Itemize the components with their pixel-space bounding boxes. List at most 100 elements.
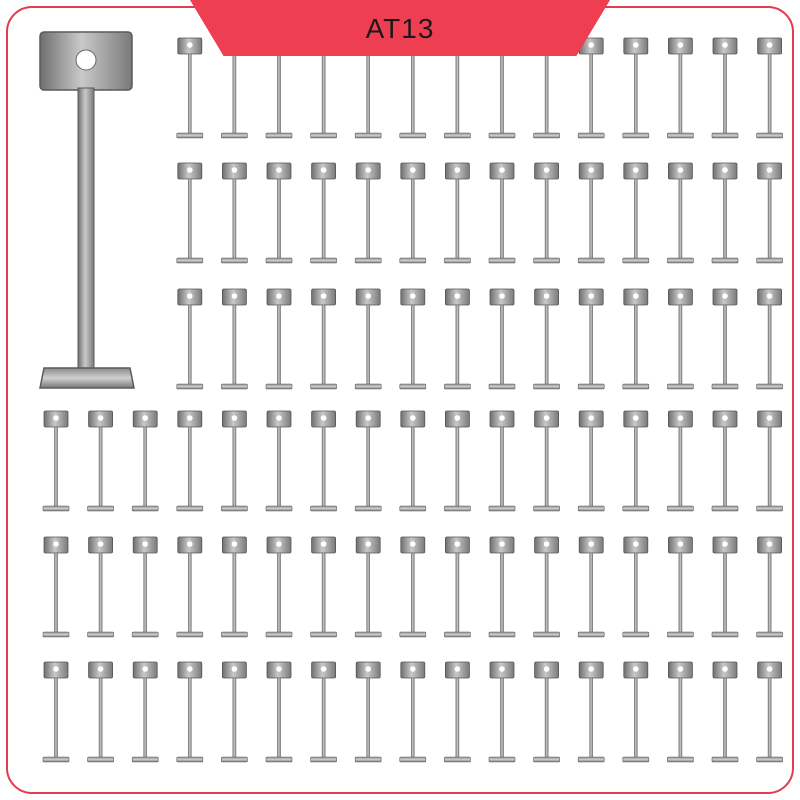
pin-hole	[97, 541, 104, 547]
pin-foot	[488, 631, 516, 638]
pin-foot	[756, 383, 783, 390]
pin-foot	[622, 383, 650, 390]
pin-hole	[410, 293, 416, 299]
pin-foot	[265, 505, 293, 512]
small-pin	[533, 288, 560, 390]
pin-foot	[533, 631, 560, 638]
small-pin	[310, 661, 337, 763]
pin-shaft	[143, 426, 148, 508]
small-pin	[533, 410, 560, 512]
pin-shaft	[187, 426, 192, 508]
pin-shaft	[321, 677, 326, 759]
pin-hole	[722, 541, 728, 547]
pin-foot	[756, 505, 783, 512]
pin-foot	[87, 756, 114, 763]
small-pin	[444, 410, 471, 512]
pin-foot	[265, 132, 293, 139]
pin-foot	[265, 631, 293, 638]
pin-hole	[53, 541, 59, 547]
pin-shaft	[232, 53, 237, 135]
small-pin	[444, 661, 471, 763]
pin-foot	[176, 383, 204, 390]
small-pin	[399, 536, 427, 638]
small-pin	[131, 410, 159, 512]
pin-foot	[354, 631, 382, 638]
pin-hole	[187, 42, 193, 48]
pin-hole	[142, 666, 148, 672]
pin-shaft	[366, 304, 371, 386]
small-pin	[354, 410, 382, 512]
pin-hole	[543, 293, 550, 299]
pin-hole	[677, 293, 684, 299]
pin-foot	[444, 383, 471, 390]
small-pin	[176, 661, 204, 763]
large-pin	[39, 31, 135, 389]
pin-shaft	[723, 178, 727, 260]
pin-hole	[187, 293, 193, 299]
small-pin	[756, 410, 783, 512]
pin-foot	[756, 132, 783, 139]
pin-shaft	[321, 426, 326, 508]
small-pin	[42, 536, 70, 638]
pin-shaft	[98, 426, 103, 508]
pin-shaft	[411, 677, 415, 759]
pin-foot	[42, 631, 70, 638]
small-pin	[711, 37, 739, 139]
small-pin	[711, 410, 739, 512]
pin-foot	[310, 383, 337, 390]
small-pin	[221, 536, 248, 638]
small-pin	[622, 536, 650, 638]
pin-shaft	[634, 53, 638, 135]
pin-foot	[131, 756, 159, 763]
pin-foot	[488, 132, 516, 139]
pin-shaft	[455, 304, 460, 386]
pin-shaft	[98, 552, 103, 634]
pin-shaft	[634, 426, 638, 508]
small-pin	[667, 410, 694, 512]
pin-foot	[667, 631, 694, 638]
pin-hole	[365, 541, 372, 547]
pin-shaft	[366, 178, 371, 260]
pin-hole	[365, 415, 372, 421]
pin-shaft	[723, 552, 727, 634]
pin-hole	[499, 415, 505, 421]
pin-foot	[354, 383, 382, 390]
pin-hole	[722, 293, 728, 299]
pin-foot	[444, 756, 471, 763]
small-pin	[711, 661, 739, 763]
small-pin	[756, 288, 783, 390]
pin-foot	[131, 631, 159, 638]
pin-shaft	[366, 552, 371, 634]
pin-foot	[711, 132, 739, 139]
small-pin	[310, 410, 337, 512]
pin-foot	[354, 505, 382, 512]
pin-shaft	[187, 677, 192, 759]
pin-hole	[677, 167, 684, 173]
pin-shaft	[589, 304, 593, 386]
small-pin	[711, 162, 739, 264]
small-pin	[265, 661, 293, 763]
pin-foot	[667, 756, 694, 763]
model-banner: AT13	[190, 0, 610, 56]
pin-shaft	[544, 426, 549, 508]
pin-foot	[131, 505, 159, 512]
small-pin	[533, 536, 560, 638]
pin-hole	[276, 415, 282, 421]
pin-hole	[588, 42, 594, 48]
pin-foot	[399, 132, 427, 139]
small-pin	[667, 162, 694, 264]
pin-foot	[399, 257, 427, 264]
small-pin	[577, 37, 605, 139]
pin-hole	[53, 666, 59, 672]
pin-foot	[310, 505, 337, 512]
pin-hole	[677, 42, 684, 48]
small-pin	[310, 536, 337, 638]
small-pin	[399, 162, 427, 264]
pin-hole	[633, 167, 639, 173]
pin-shaft	[455, 677, 460, 759]
pin-shaft	[678, 426, 683, 508]
small-pin	[711, 288, 739, 390]
large-pin-hole	[75, 49, 97, 71]
small-pin	[354, 162, 382, 264]
